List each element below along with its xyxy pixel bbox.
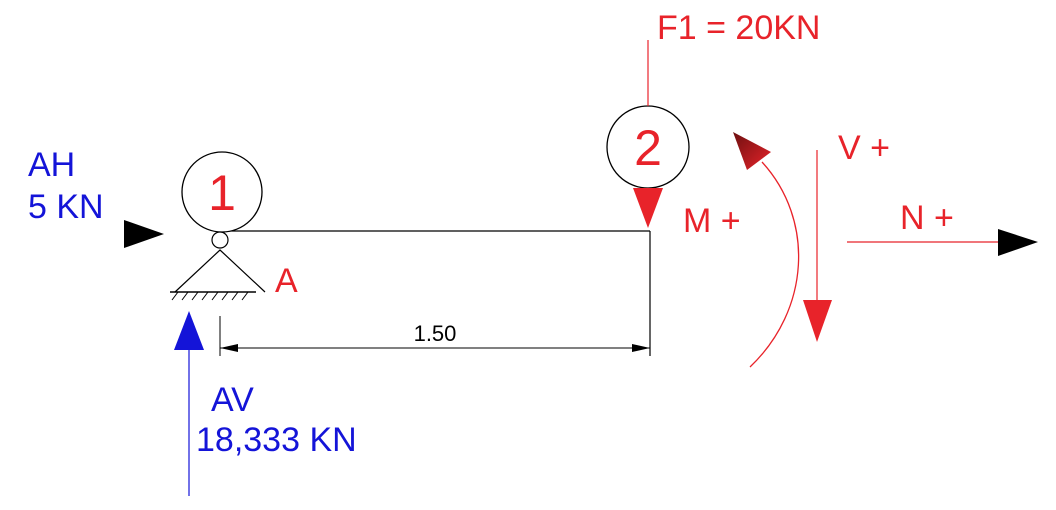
dimension-line <box>219 316 650 356</box>
f1-arrowhead <box>633 188 663 228</box>
dimension-arrow-left <box>220 344 238 352</box>
moment-curved-arrow <box>749 161 800 368</box>
pin-hinge <box>211 231 229 249</box>
ah-label: AH <box>28 146 75 184</box>
support-triangle <box>174 249 266 293</box>
node-1-circle <box>181 151 263 233</box>
pin-support <box>170 231 266 301</box>
shear-label: V + <box>838 129 890 167</box>
av-label: AV <box>211 381 254 419</box>
av-arrowhead <box>174 311 204 350</box>
shear-arrowhead <box>803 300 832 342</box>
moment-arrowhead <box>733 132 771 170</box>
dimension-arrow-right <box>632 344 650 352</box>
f1-label: F1 = 20KN <box>657 9 820 47</box>
support-label-a: A <box>275 262 298 300</box>
ah-arrowhead <box>124 220 164 248</box>
dimension-value: 1.50 <box>414 321 457 346</box>
node-2-label: 2 <box>634 120 662 176</box>
normal-arrowhead <box>998 229 1038 256</box>
av-value: 18,333 KN <box>196 421 357 459</box>
node-1-label: 1 <box>208 165 236 221</box>
support-hatch <box>171 291 249 301</box>
moment-label: M + <box>683 202 741 240</box>
normal-label: N + <box>900 199 954 237</box>
ah-value: 5 KN <box>28 188 104 226</box>
